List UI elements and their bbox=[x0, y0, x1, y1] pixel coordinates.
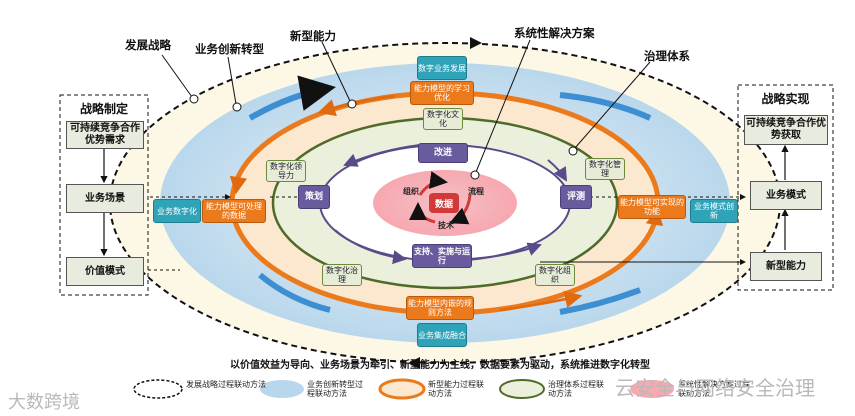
legend-icon-capability bbox=[378, 378, 426, 400]
tag-business-integration: 业务集成融合 bbox=[417, 323, 467, 347]
callout-business-innovation: 业务创新转型 bbox=[195, 42, 264, 56]
watermark-right: 云安全与网络安全治理 bbox=[615, 376, 815, 400]
right-panel-frame bbox=[737, 84, 834, 291]
legend-label-governance: 治理体系过程联动方法 bbox=[548, 380, 604, 398]
legend-icon-solution bbox=[630, 380, 674, 398]
blue-arrow-bl bbox=[258, 272, 331, 313]
callout-line-business bbox=[227, 56, 237, 105]
core-arrow-1 bbox=[418, 171, 448, 196]
diagram-caption: 以价值效益为导向、业务场景为牵引、新型能力为主线，数据要素为驱动，系统推进数字化… bbox=[230, 360, 650, 371]
tag-digital-governance: 数字化治理 bbox=[322, 264, 362, 286]
blue-arrow-br bbox=[559, 287, 642, 315]
legend-icon-strategy bbox=[133, 379, 183, 399]
callout-governance: 治理体系 bbox=[644, 49, 690, 63]
callout-line-governance bbox=[574, 61, 651, 149]
tag-business-digitization: 业务数字化 bbox=[153, 199, 201, 223]
value-mode-box: 价值模式 bbox=[66, 257, 144, 286]
callout-new-capability: 新型能力 bbox=[290, 29, 336, 43]
tag-digital-organization: 数字化组织 bbox=[535, 264, 575, 286]
purple-arrow-bottom bbox=[469, 242, 542, 260]
core-tech-label: 技术 bbox=[438, 221, 454, 230]
tag-digital-management: 数字化管理 bbox=[585, 158, 625, 180]
tag-capability-rules: 能力模型内嵌的规则方法 bbox=[406, 296, 474, 320]
left-panel-frame bbox=[59, 94, 149, 296]
core-arrow-3 bbox=[409, 202, 436, 224]
tag-planning: 策划 bbox=[298, 185, 330, 209]
tag-business-mode-innovation: 业务模式创新 bbox=[690, 199, 738, 223]
tag-capability-learning: 能力模型的学习优化 bbox=[410, 81, 474, 105]
tag-support-implement: 支持、实施与运行 bbox=[412, 244, 472, 268]
legend-icon-business bbox=[260, 380, 304, 398]
left-panel-title: 战略制定 bbox=[79, 102, 128, 116]
blue-arrow-tl bbox=[248, 75, 336, 121]
purple-arrow-top bbox=[343, 144, 421, 167]
callout-line-strategy bbox=[161, 54, 193, 98]
business-scenario-box: 业务场景 bbox=[66, 184, 144, 213]
core-org-label: 组织 bbox=[403, 187, 419, 196]
callout-line-capability bbox=[321, 41, 351, 102]
legend-icon-governance bbox=[499, 379, 545, 399]
purple-arrow-left bbox=[334, 229, 407, 265]
orange-arrow-bottom bbox=[499, 290, 583, 312]
blue-arrow-tr bbox=[559, 92, 652, 121]
new-capability-box: 新型能力 bbox=[750, 252, 822, 281]
callout-line-solution bbox=[475, 39, 531, 173]
sustainable-need-box: 可持续竞争合作优势需求 bbox=[66, 121, 144, 149]
tag-improve: 改进 bbox=[418, 143, 468, 163]
tag-evaluation: 评测 bbox=[560, 185, 592, 209]
purple-arrow-right bbox=[547, 159, 568, 182]
core-arrow-2 bbox=[449, 194, 472, 225]
tag-capability-data: 能力模型可处理的数据 bbox=[202, 199, 266, 223]
tag-digital-culture: 数字化文化 bbox=[423, 108, 463, 130]
callout-strategy: 发展战略 bbox=[125, 38, 171, 52]
tag-capability-function: 能力模型可实现的功能 bbox=[618, 195, 686, 219]
core-process-label: 流程 bbox=[468, 187, 484, 196]
watermark-left: 大数跨境 bbox=[8, 392, 80, 413]
legend-label-strategy: 发展战略过程联动方法 bbox=[186, 380, 266, 389]
core-data-label: 数据 bbox=[429, 193, 459, 213]
legend-label-capability: 新型能力过程联动方法 bbox=[428, 380, 484, 398]
sustainable-gain-box: 可持续竞争合作优势获取 bbox=[744, 115, 828, 145]
legend-label-business: 业务创新转型过程联动方法 bbox=[307, 380, 363, 398]
business-mode-box: 业务模式 bbox=[750, 181, 822, 210]
tag-digital-leadership: 数字化领导力 bbox=[266, 160, 306, 182]
legend-label-solution: 系统性解决方案过程联动方法 bbox=[678, 380, 750, 398]
orange-arrow-left bbox=[229, 175, 248, 195]
right-panel-title: 战略实现 bbox=[761, 92, 810, 106]
tag-digital-business-development: 数字业务发展 bbox=[417, 56, 467, 80]
orange-arrow-top bbox=[317, 94, 396, 117]
callout-system-solution: 系统性解决方案 bbox=[514, 26, 595, 40]
